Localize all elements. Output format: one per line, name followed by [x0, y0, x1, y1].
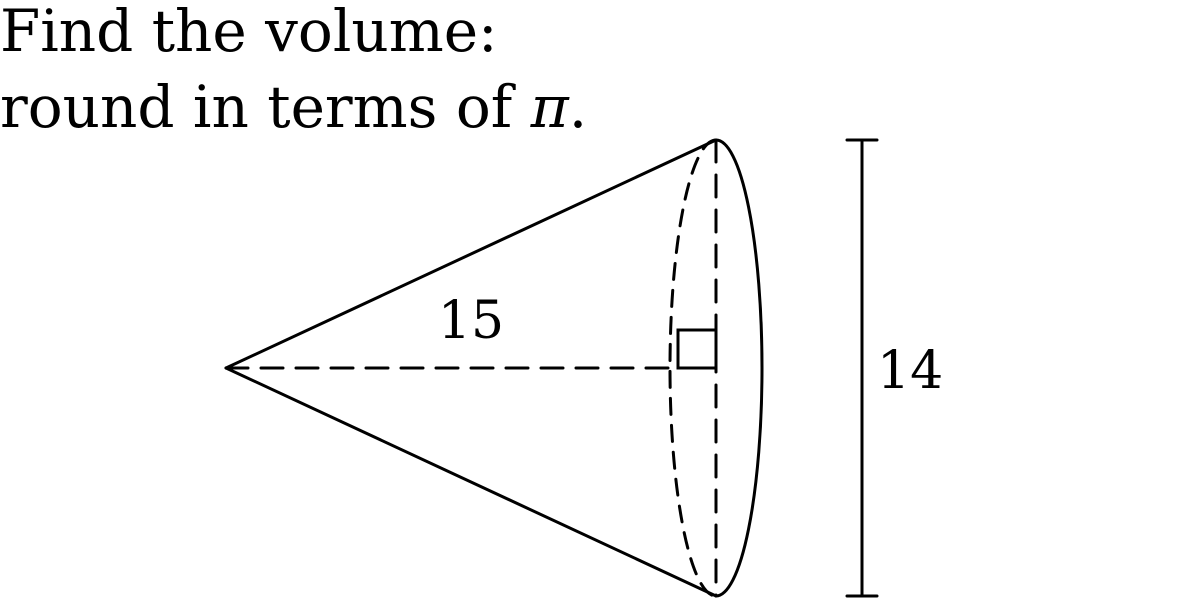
- problem-text-prefix: round in terms of: [0, 73, 531, 141]
- diameter-label: 14: [877, 341, 943, 401]
- problem-text-line-1: Find the volume:: [0, 0, 498, 65]
- right-angle-marker: [676, 328, 718, 370]
- cone-slant-edge-bottom: [224, 366, 718, 598]
- pi-symbol: π: [530, 73, 569, 141]
- problem-text-line-2: round in terms of π.: [0, 78, 587, 136]
- cone-base-front-arc: [714, 138, 764, 598]
- height-label: 15: [438, 291, 504, 351]
- cone-base-back-arc: [668, 138, 718, 598]
- cone-slant-edge-top: [224, 138, 718, 370]
- problem-text-suffix: .: [568, 73, 588, 141]
